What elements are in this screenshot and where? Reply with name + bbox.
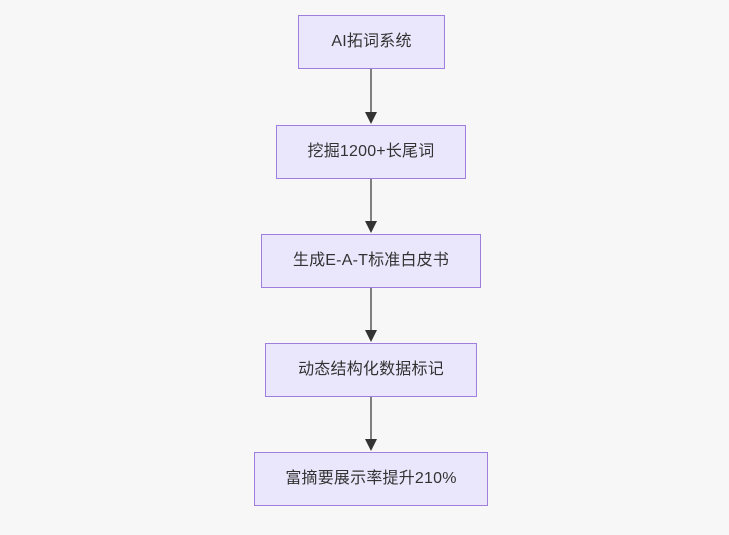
flowchart-node-label: AI拓词系统 — [331, 33, 412, 51]
flowchart-edge-n4-n5 — [359, 397, 383, 452]
flowchart-edge-n2-n3 — [359, 179, 383, 234]
flowchart-node-label: 挖掘1200+长尾词 — [307, 143, 435, 161]
flowchart-node-n5[interactable]: 富摘要展示率提升210% — [254, 452, 488, 506]
flowchart-edge-n1-n2 — [359, 69, 383, 125]
flowchart-node-label: 富摘要展示率提升210% — [285, 470, 457, 488]
flowchart-node-n4[interactable]: 动态结构化数据标记 — [265, 343, 477, 397]
flowchart-node-n1[interactable]: AI拓词系统 — [298, 15, 445, 69]
flowchart-edge-n3-n4 — [359, 288, 383, 343]
flowchart-node-label: 生成E-A-T标准白皮书 — [292, 252, 450, 270]
flowchart-node-n3[interactable]: 生成E-A-T标准白皮书 — [261, 234, 481, 288]
flowchart-node-label: 动态结构化数据标记 — [298, 361, 444, 379]
flowchart-node-n2[interactable]: 挖掘1200+长尾词 — [276, 125, 466, 179]
